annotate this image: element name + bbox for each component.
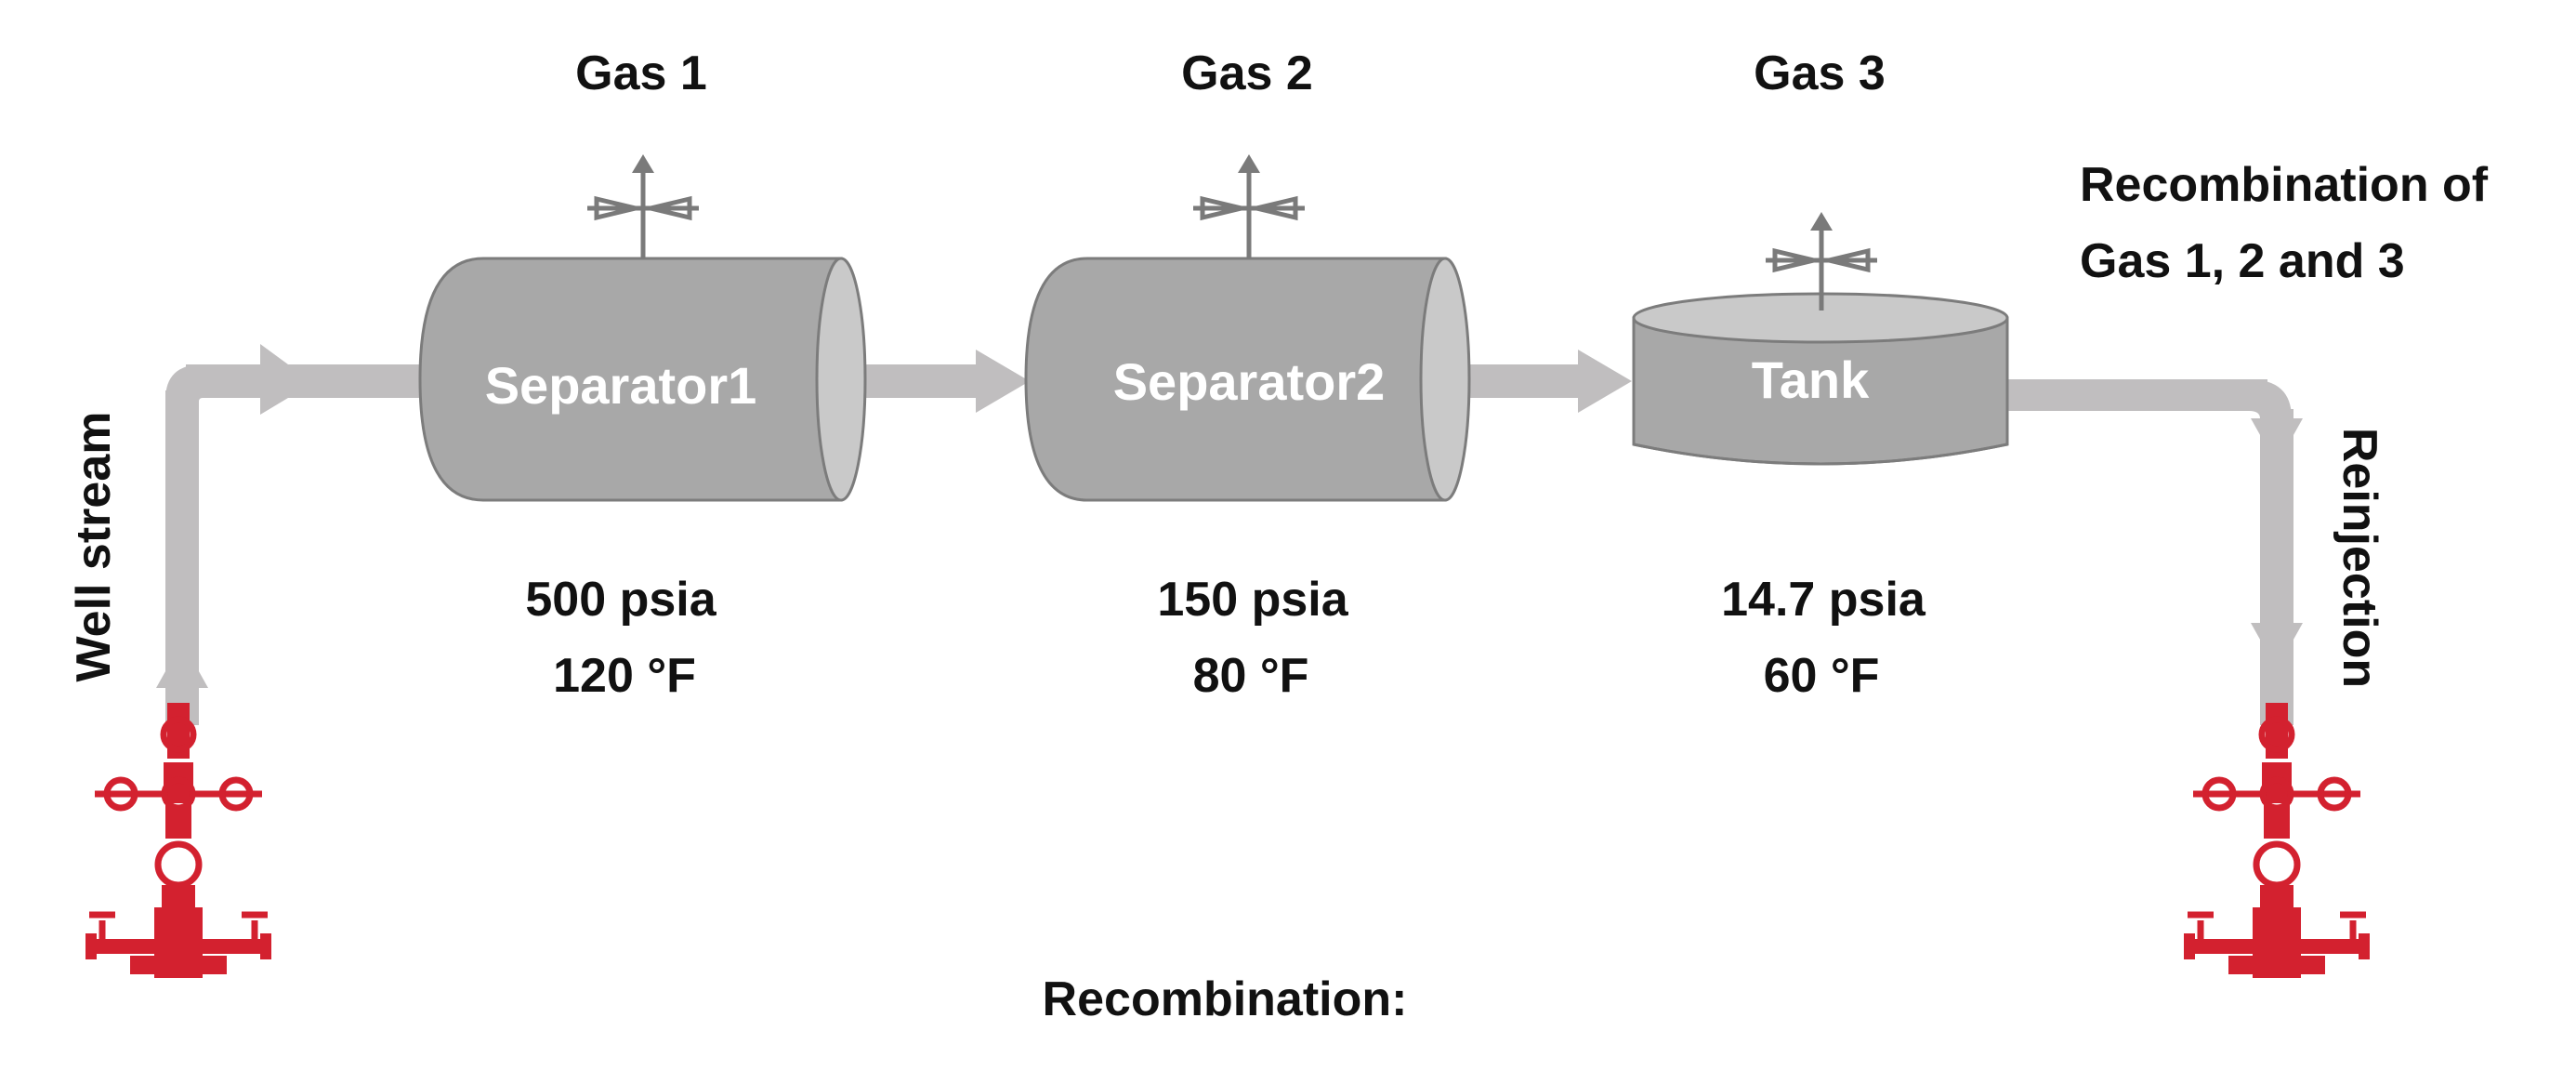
separator2-end-cap: [1419, 257, 1471, 502]
vent-valve-icon: [1766, 212, 1877, 311]
well-stream-up-arrow: [156, 641, 208, 688]
pipe-sep2-tank: [1466, 364, 1587, 398]
gas-1-label: Gas 1: [575, 46, 707, 100]
gas-2-label: Gas 2: [1181, 46, 1313, 100]
pipes: [156, 344, 2303, 725]
reinjection-down-arrow-1: [2251, 418, 2303, 465]
separator2-vessel: Separator2: [1024, 257, 1471, 502]
vent-valve-icon: [587, 154, 699, 258]
separator1-pressure: 500 psia: [525, 573, 716, 627]
separator2-pressure: 150 psia: [1157, 573, 1348, 627]
pipe-reinjection-elbow: [2249, 379, 2292, 418]
reinjection-label: Reinjection: [2333, 428, 2386, 688]
separator1-end-cap: [815, 257, 867, 502]
tank-temperature: 60 °F: [1764, 649, 1880, 703]
separator2-body: [1024, 257, 1447, 502]
separator2-label: Separator2: [1113, 352, 1386, 411]
separator1-label: Separator1: [485, 356, 757, 415]
vent-valve-icon: [1193, 154, 1305, 258]
tank-pressure: 14.7 psia: [1721, 573, 1926, 627]
recombination-footer-label: Recombination:: [1043, 972, 1408, 1026]
arrow-sep1-sep2: [976, 350, 1030, 413]
reinjection-down-arrow-2: [2251, 623, 2303, 669]
separator1-vessel: Separator1: [418, 257, 867, 502]
recombination-note-line1: Recombination of: [2080, 158, 2489, 212]
separator1-temperature: 120 °F: [553, 649, 696, 703]
pipe-sep1-sep2: [860, 364, 985, 398]
tank-label: Tank: [1752, 350, 1870, 409]
pipe-tank-horizontal: [2007, 379, 2267, 411]
well-stream-label: Well stream: [67, 412, 121, 682]
separator2-temperature: 80 °F: [1193, 649, 1309, 703]
gas-3-label: Gas 3: [1754, 46, 1886, 100]
wellhead-icon: [2184, 703, 2370, 978]
recombination-note-line2: Gas 1, 2 and 3: [2080, 234, 2405, 288]
well-stream-pipe-horizontal: [186, 364, 429, 398]
tank-vessel: Tank: [1632, 292, 2009, 466]
well-stream-right-arrow: [260, 344, 288, 415]
tank-bottom-edge: [1633, 443, 2008, 466]
arrow-sep2-tank: [1578, 350, 1632, 413]
separator1-body: [418, 257, 843, 502]
wellhead-icon: [85, 703, 271, 978]
